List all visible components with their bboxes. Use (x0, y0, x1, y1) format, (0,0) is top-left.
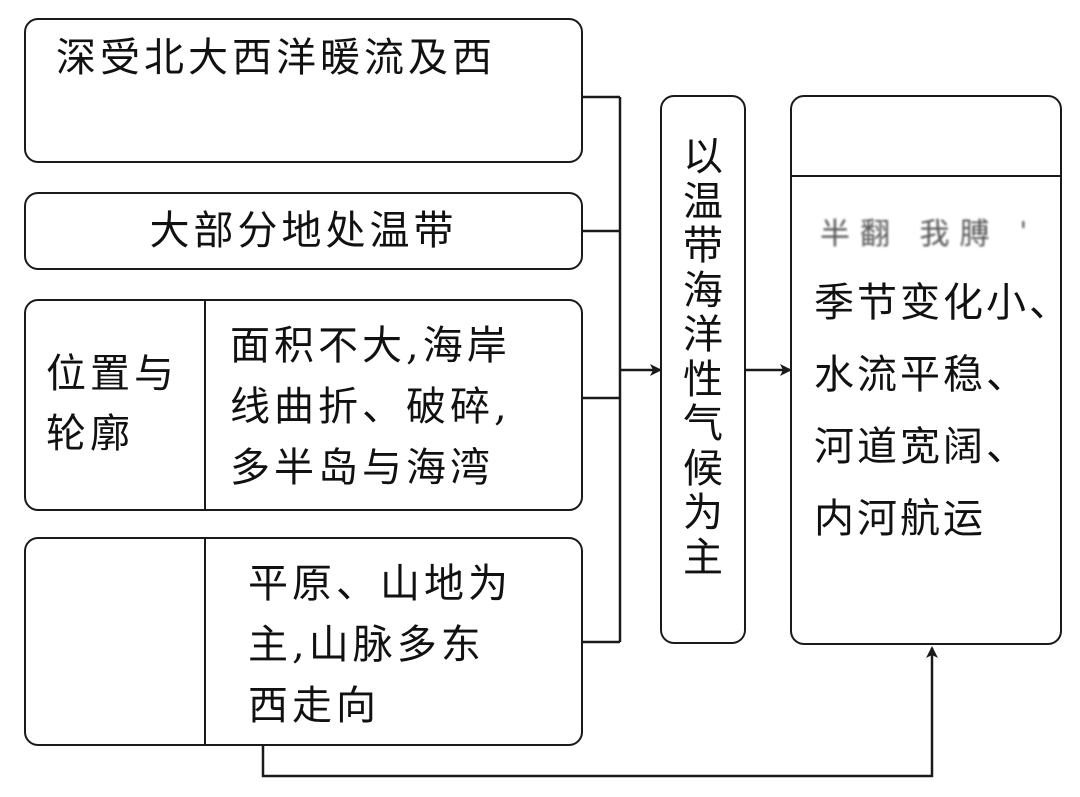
rivers-subtitle-blurred: 半翻 我膊 ˈ (820, 217, 1038, 252)
position-label-line-1: 位置与 (46, 351, 178, 397)
terrain-content-line-3: 西走向 (248, 683, 380, 729)
position-content-line-2: 线曲折、破碎, (230, 384, 511, 430)
terrain-divider (204, 539, 206, 744)
climate-type-text: 以 温 带 海 洋 性 气 候 为 主 (662, 135, 744, 580)
terrain-content-line-1: 平原、山地为 (248, 561, 512, 607)
rivers-line-4: 内河航运 (814, 496, 986, 542)
rivers-line-1: 季节变化小、 (814, 280, 1072, 326)
temperate-zone-text: 大部分地处温带 (149, 208, 458, 254)
position-divider (204, 301, 206, 509)
box-ocean-current: 深受北大西洋暖流及西 (24, 18, 583, 163)
box-climate-type: 以 温 带 海 洋 性 气 候 为 主 (660, 95, 746, 644)
climate-char-10: 主 (683, 534, 723, 581)
box-position-outline: 位置与 轮廓 面积不大,海岸 线曲折、破碎, 多半岛与海湾 (24, 299, 583, 511)
rivers-line-2: 水流平稳、 (814, 352, 1029, 398)
climate-char-7: 气 (683, 401, 723, 447)
position-label-line-2: 轮廓 (46, 411, 134, 457)
terrain-content-line-2: 主,山脉多东 (248, 622, 485, 668)
box-temperate-zone: 大部分地处温带 (24, 192, 583, 270)
position-content-line-1: 面积不大,海岸 (230, 323, 511, 369)
ocean-current-text: 深受北大西洋暖流及西 (56, 35, 496, 81)
position-content-line-3: 多半岛与海湾 (230, 445, 494, 491)
climate-char-9: 为 (683, 490, 723, 536)
rivers-header-divider (792, 175, 1060, 177)
box-terrain: 平原、山地为 主,山脉多东 西走向 (24, 537, 583, 746)
climate-char-8: 候 (683, 445, 723, 492)
climate-char-5: 洋 (683, 312, 723, 358)
climate-char-6: 性 (683, 356, 723, 403)
box-rivers: 半翻 我膊 ˈ 季节变化小、 水流平稳、 河道宽阔、 内河航运 (790, 95, 1069, 645)
climate-char-3: 带 (683, 223, 723, 269)
climate-char-2: 温 (683, 178, 723, 225)
climate-char-4: 海 (683, 267, 723, 314)
rivers-line-3: 河道宽阔、 (814, 424, 1029, 470)
climate-char-1: 以 (683, 134, 723, 180)
